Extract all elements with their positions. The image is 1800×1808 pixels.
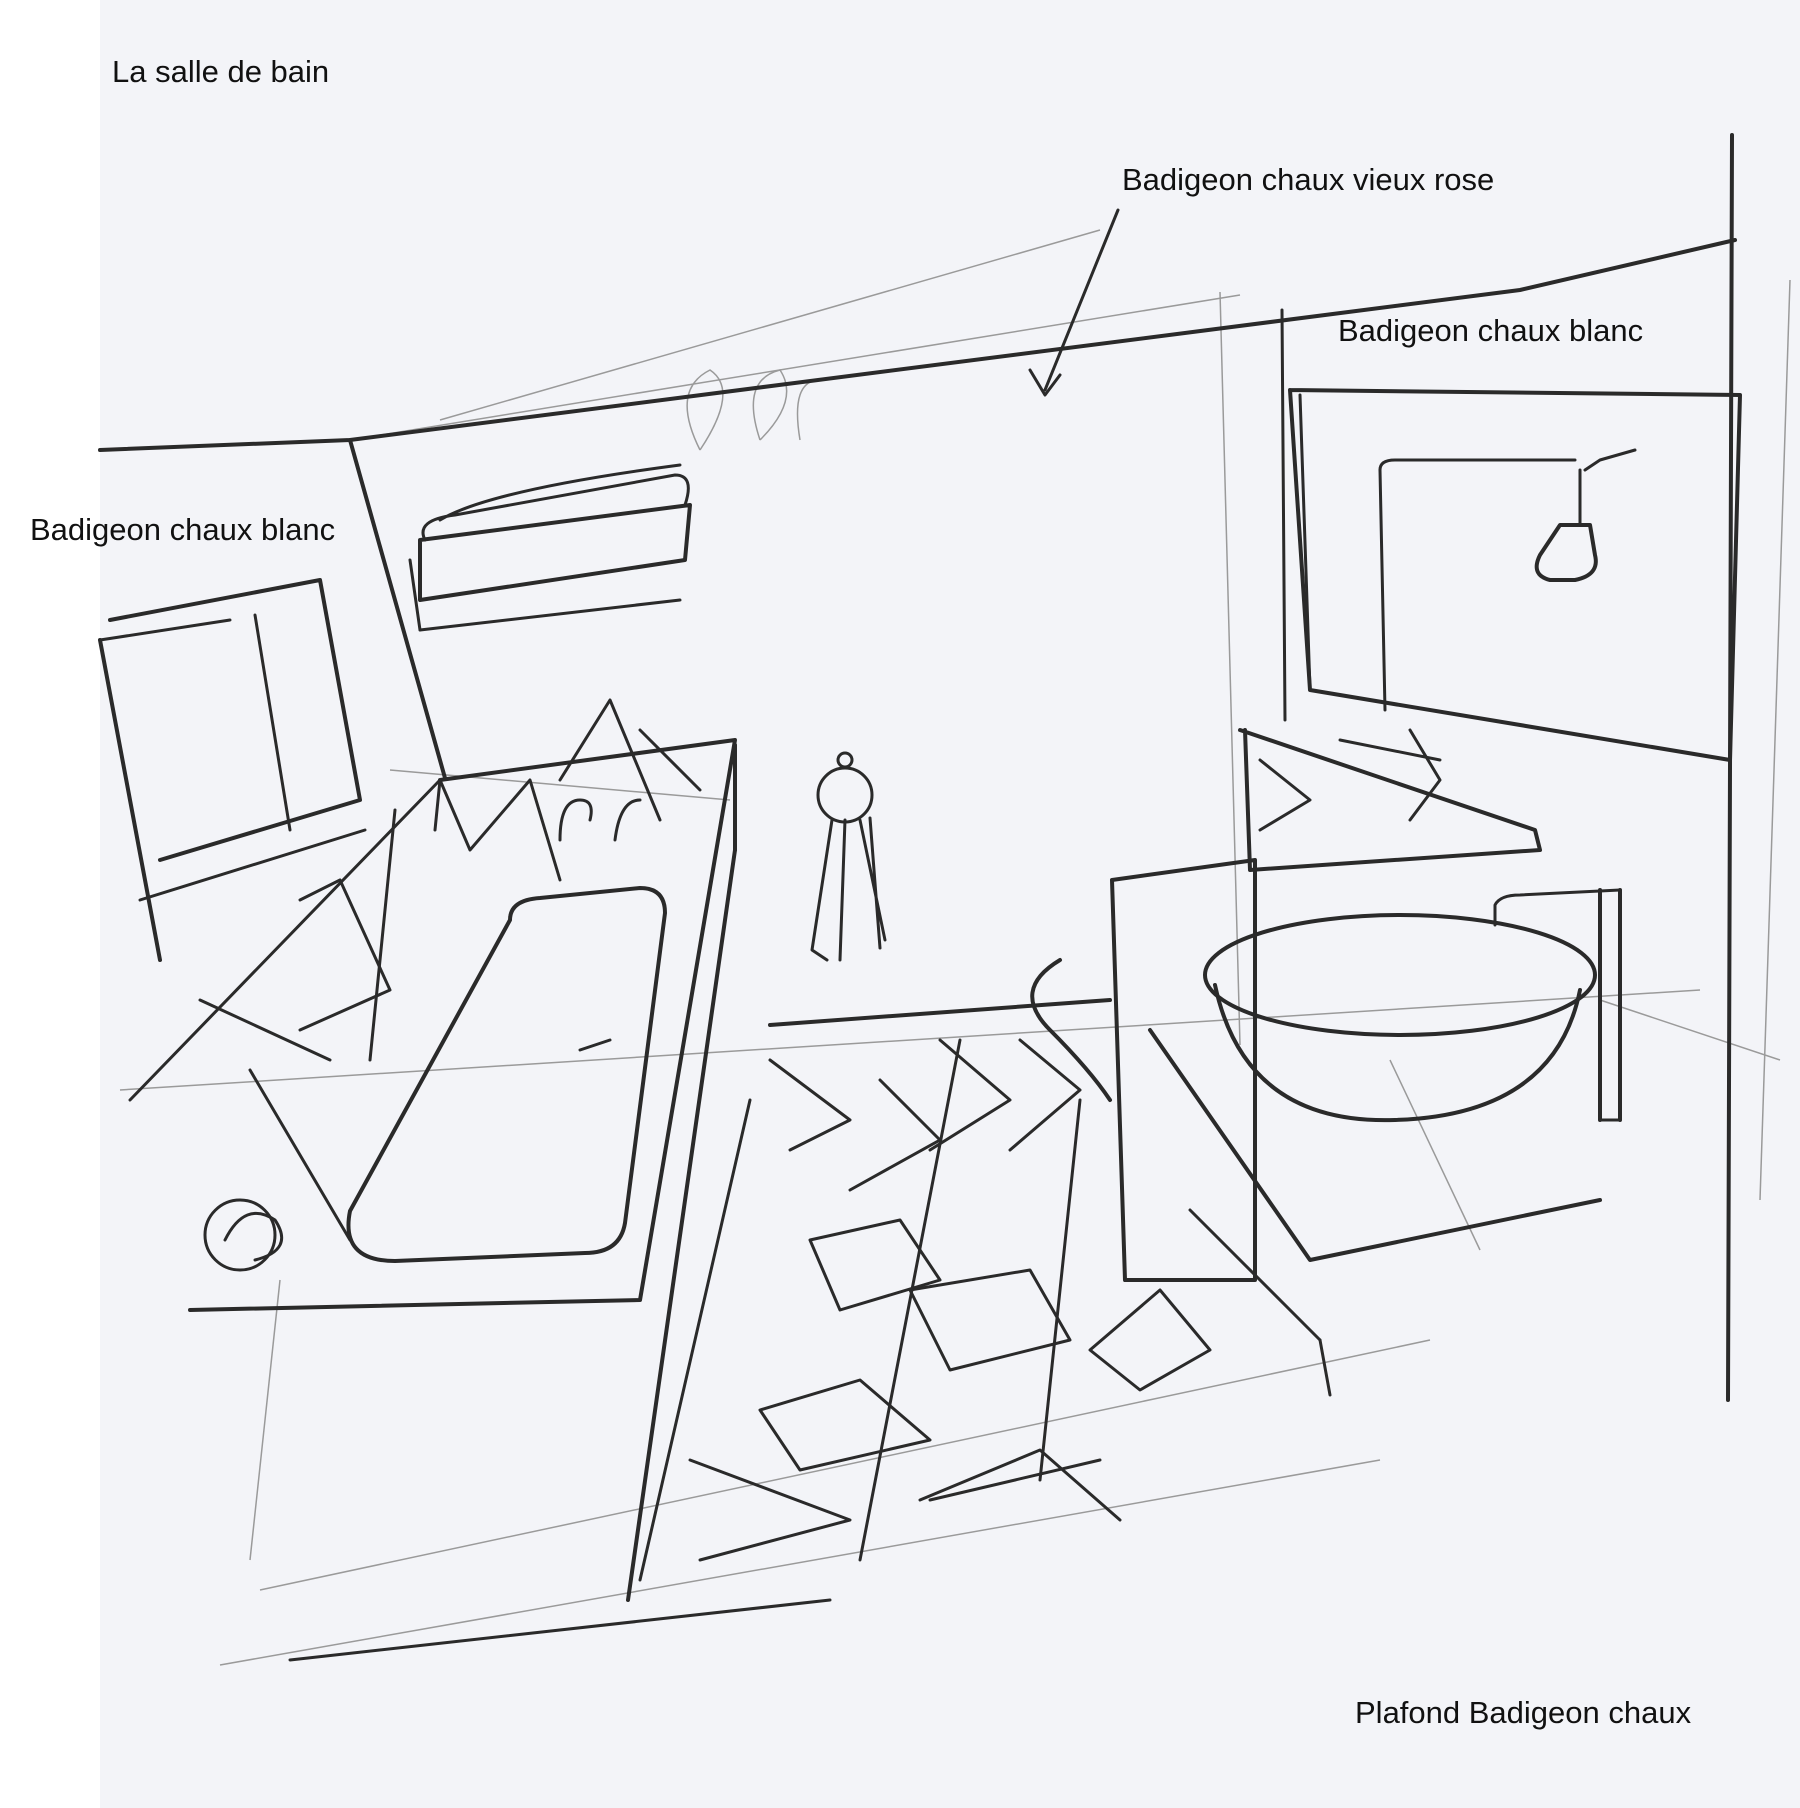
- annotation-left-wall: Badigeon chaux blanc: [30, 512, 336, 547]
- paper-sheet: [100, 0, 1800, 1808]
- vanity-back-tiles: [1238, 728, 1542, 872]
- annotation-right-wall: Badigeon chaux blanc: [1338, 313, 1644, 348]
- left-window: [98, 578, 367, 962]
- page-title: La salle de bain: [112, 54, 330, 89]
- washbasin: [1203, 888, 1622, 1123]
- bathtub: [188, 738, 737, 1602]
- floor-tiles: [288, 998, 1212, 1662]
- toilet: [1030, 958, 1112, 1102]
- hanging-towel: [810, 751, 887, 962]
- pencil-guides: [119, 229, 1791, 1666]
- leader-line: [1028, 208, 1120, 397]
- right-mirror: [1288, 388, 1742, 762]
- bath-tile-pattern: [128, 698, 702, 1242]
- vanity-partition: [1110, 858, 1602, 1397]
- towel-shelf: [408, 463, 692, 632]
- wall-outlines: [98, 133, 1737, 1402]
- annotation-ceiling: Plafond Badigeon chaux: [1355, 1695, 1692, 1730]
- annotation-back-wall: Badigeon chaux vieux rose: [1122, 162, 1495, 197]
